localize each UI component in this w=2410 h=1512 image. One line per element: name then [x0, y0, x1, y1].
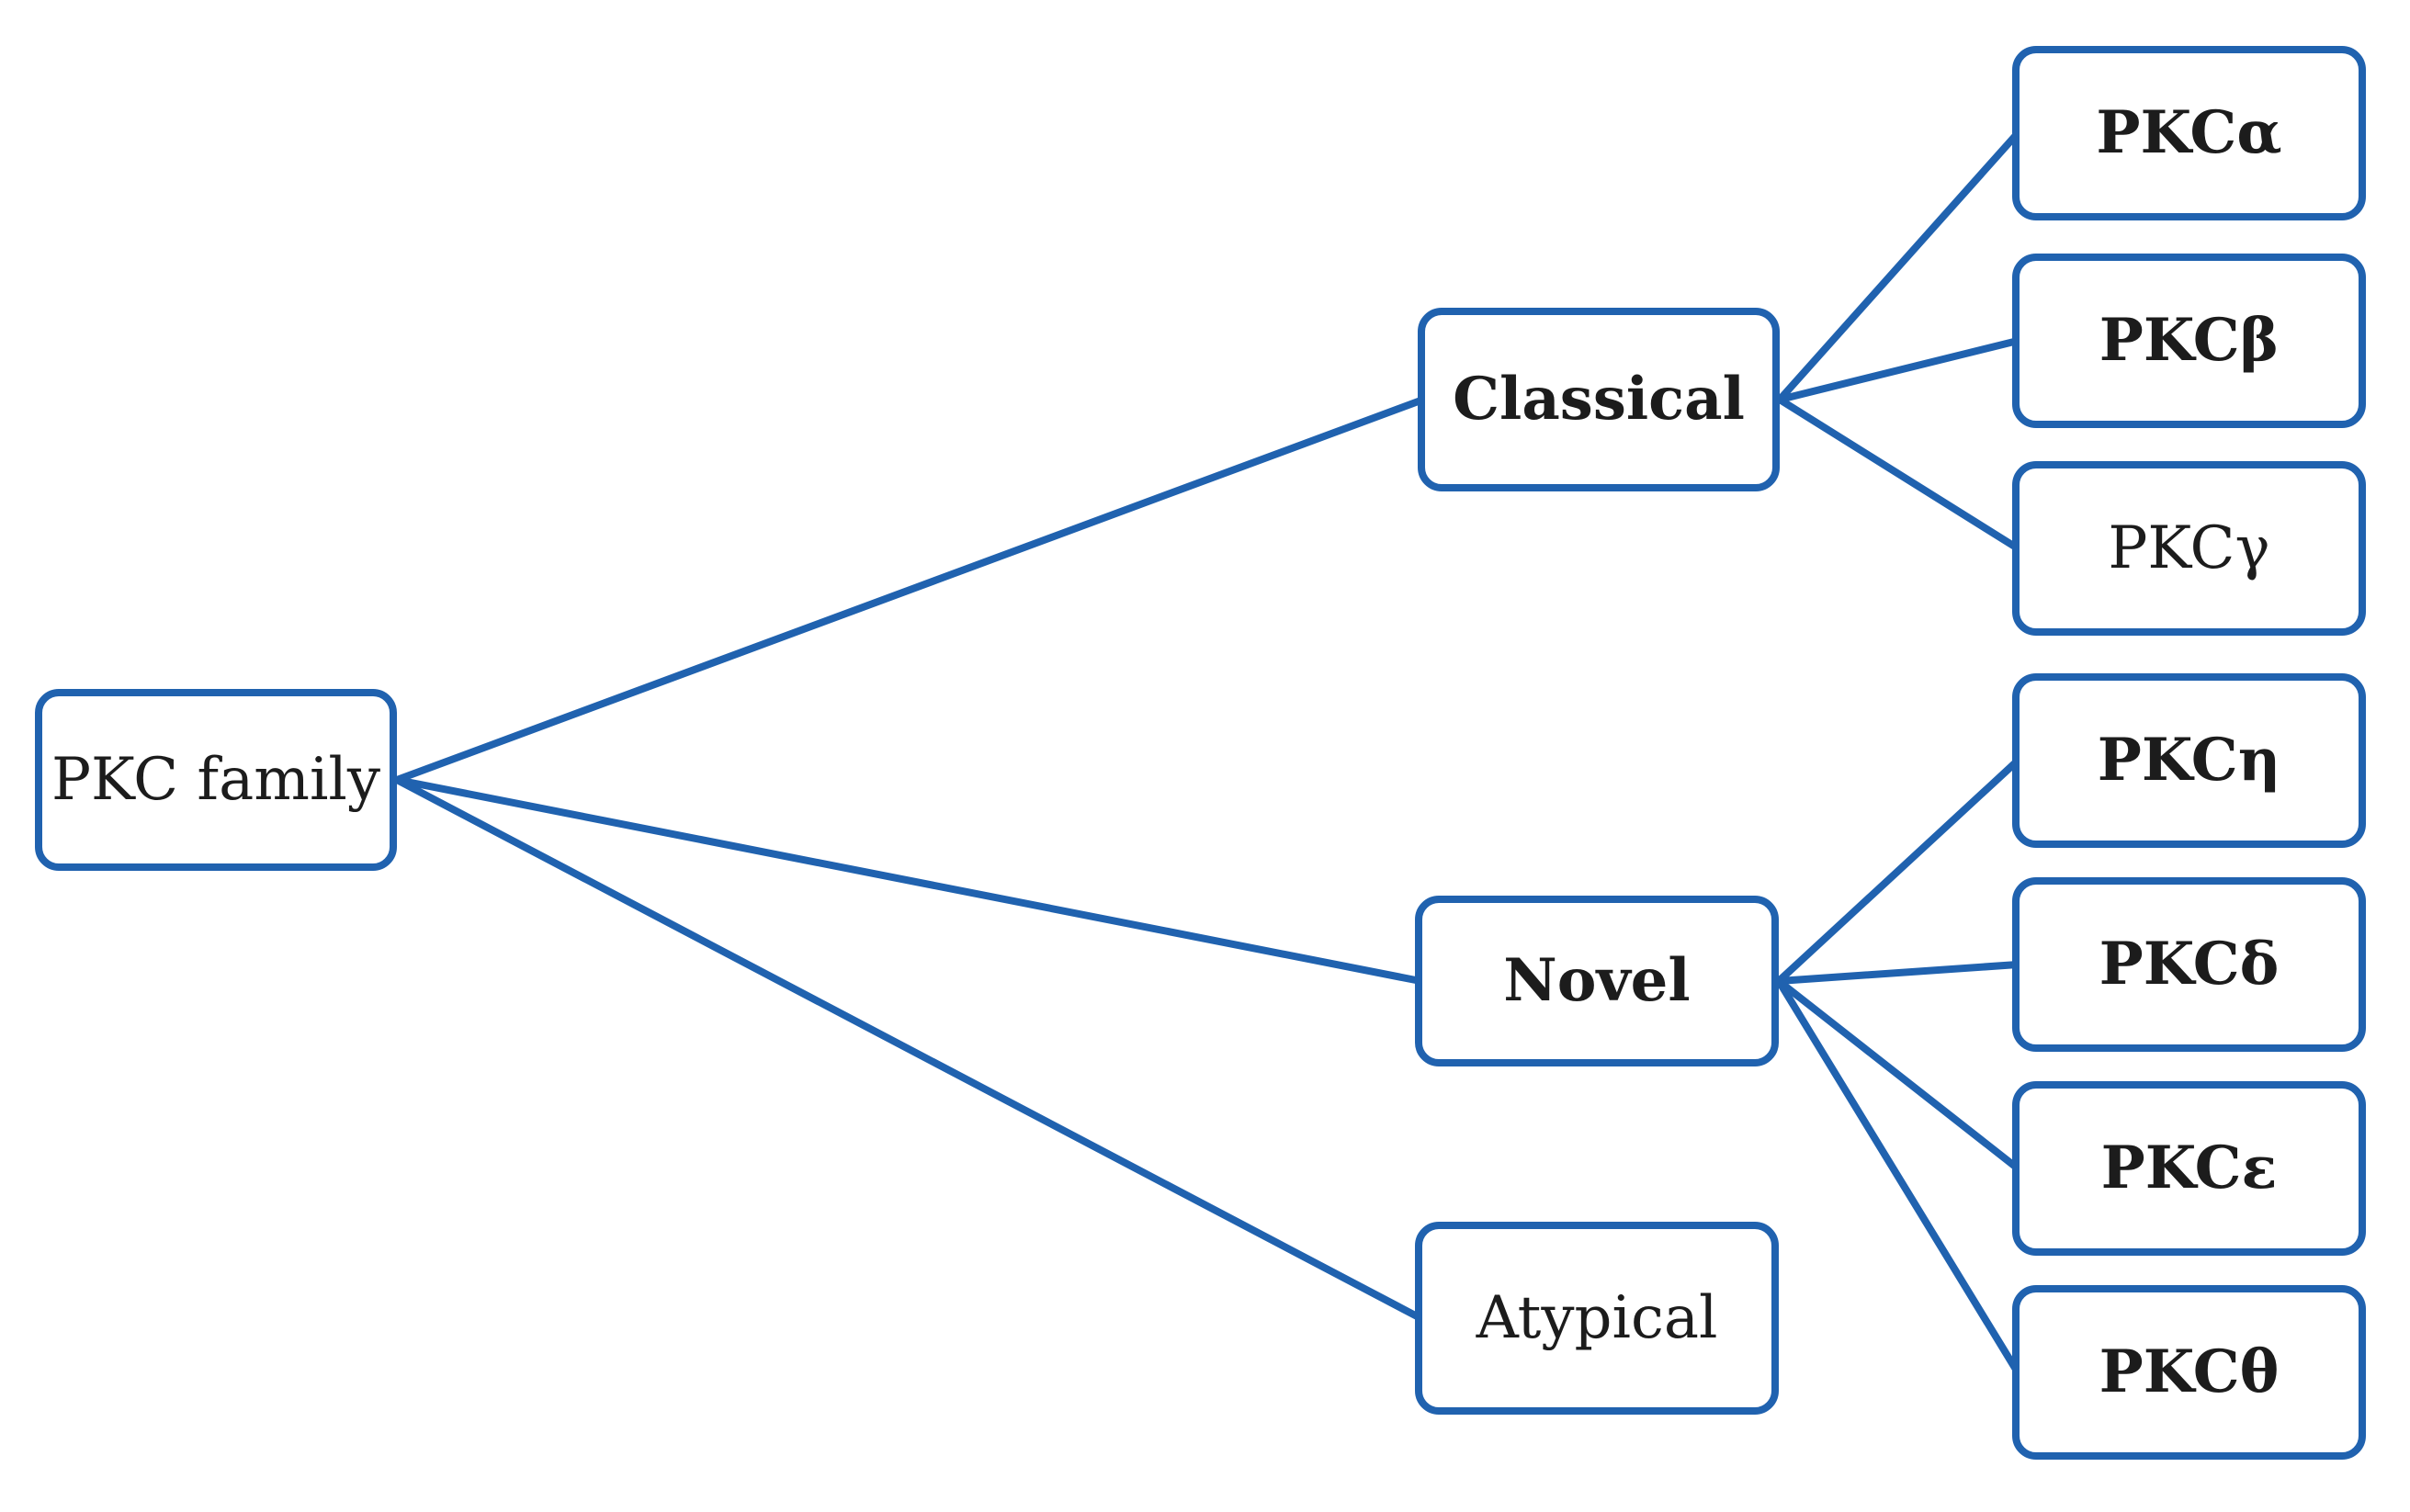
connector-line-novel-pkc_theta [1775, 977, 2021, 1376]
diagram-node-pkc_eta: PKCη [2012, 673, 2366, 848]
node-label: Novel [1503, 946, 1691, 1015]
diagram-node-classical: Classical [1418, 308, 1780, 491]
node-label: PKCε [2100, 1134, 2278, 1202]
node-label: PKCδ [2099, 930, 2280, 999]
node-label: Atypical [1476, 1284, 1718, 1352]
connector-line-novel-pkc_delta [1775, 961, 2021, 985]
diagram-node-pkc_theta: PKCθ [2012, 1285, 2366, 1460]
node-label: Classical [1453, 365, 1745, 434]
connector-line-novel-pkc_eta [1775, 757, 2021, 985]
diagram-node-pkc_gamma: PKCγ [2012, 461, 2366, 636]
diagram-node-novel: Novel [1415, 896, 1779, 1066]
node-label: PKC family [51, 746, 381, 814]
node-label: PKCγ [2108, 514, 2270, 582]
diagram-node-atypical: Atypical [1415, 1222, 1779, 1415]
diagram-node-pkc_family: PKC family [35, 689, 397, 871]
connector-line-pkc_family-atypical [393, 776, 1424, 1322]
connector-line-classical-pkc_beta [1776, 337, 2021, 403]
node-label: PKCθ [2099, 1337, 2280, 1406]
connector-line-pkc_family-classical [393, 396, 1427, 784]
node-label: PKCβ [2099, 306, 2280, 375]
diagram-node-pkc_beta: PKCβ [2012, 254, 2366, 428]
connector-line-novel-pkc_epsilon [1775, 977, 2021, 1172]
node-label: PKCα [2096, 98, 2282, 167]
connector-line-pkc_family-novel [393, 776, 1424, 985]
diagram-node-pkc_alpha: PKCα [2012, 46, 2366, 220]
connector-line-classical-pkc_gamma [1776, 396, 2021, 552]
diagram-node-pkc_epsilon: PKCε [2012, 1081, 2366, 1256]
diagram-node-pkc_delta: PKCδ [2012, 877, 2366, 1052]
node-label: PKCη [2097, 726, 2281, 795]
connector-line-classical-pkc_alpha [1776, 130, 2021, 403]
